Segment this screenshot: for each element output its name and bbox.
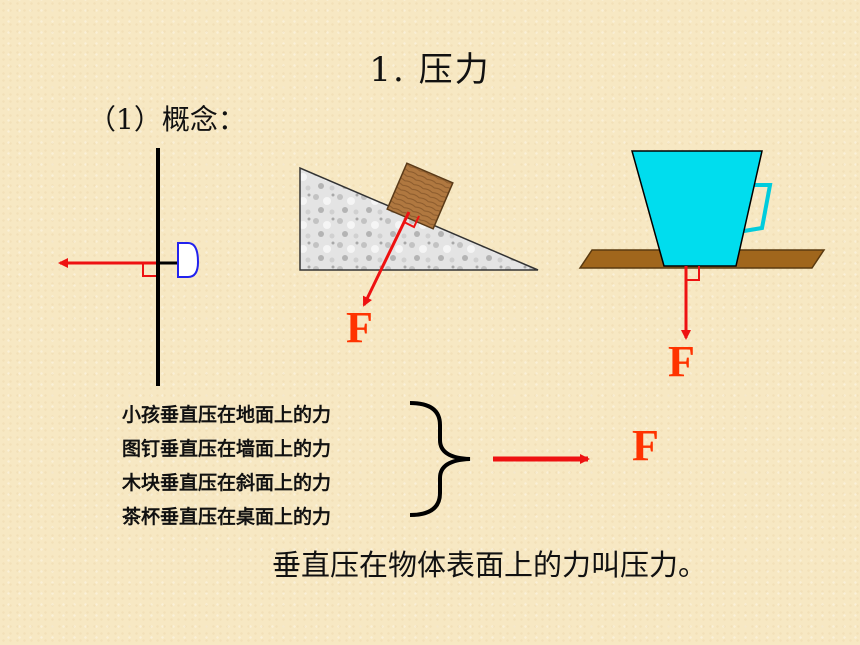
- wall-pin-diagram: [58, 148, 200, 386]
- case-cup-table: 茶杯垂直压在桌面上的力: [122, 506, 332, 528]
- right-angle-mark: [403, 215, 420, 229]
- right-angle-mark: [142, 263, 156, 277]
- slide-title: 1. 压力: [369, 50, 491, 90]
- pressure-definition: 垂直压在物体表面上的力叫压力。: [272, 548, 708, 582]
- curly-brace: [409, 401, 471, 517]
- pin-head-icon: [177, 242, 200, 278]
- incline-force-arrow: [362, 211, 411, 307]
- tea-cup-icon: [631, 150, 763, 267]
- concept-subtitle: （1）概念：: [88, 103, 246, 136]
- case-block-incline: 木块垂直压在斜面上的力: [122, 472, 332, 494]
- incline-block-diagram: [299, 162, 539, 307]
- force-label-summary: F: [632, 421, 659, 470]
- wooden-block: [386, 162, 454, 230]
- force-label-incline: F: [346, 303, 373, 352]
- cup-table-diagram: [578, 150, 826, 340]
- right-angle-mark: [686, 266, 700, 281]
- case-child-ground: 小孩垂直压在地面上的力: [122, 404, 332, 426]
- force-label-cup: F: [668, 337, 695, 386]
- case-pin-wall: 图钉垂直压在墙面上的力: [122, 438, 332, 460]
